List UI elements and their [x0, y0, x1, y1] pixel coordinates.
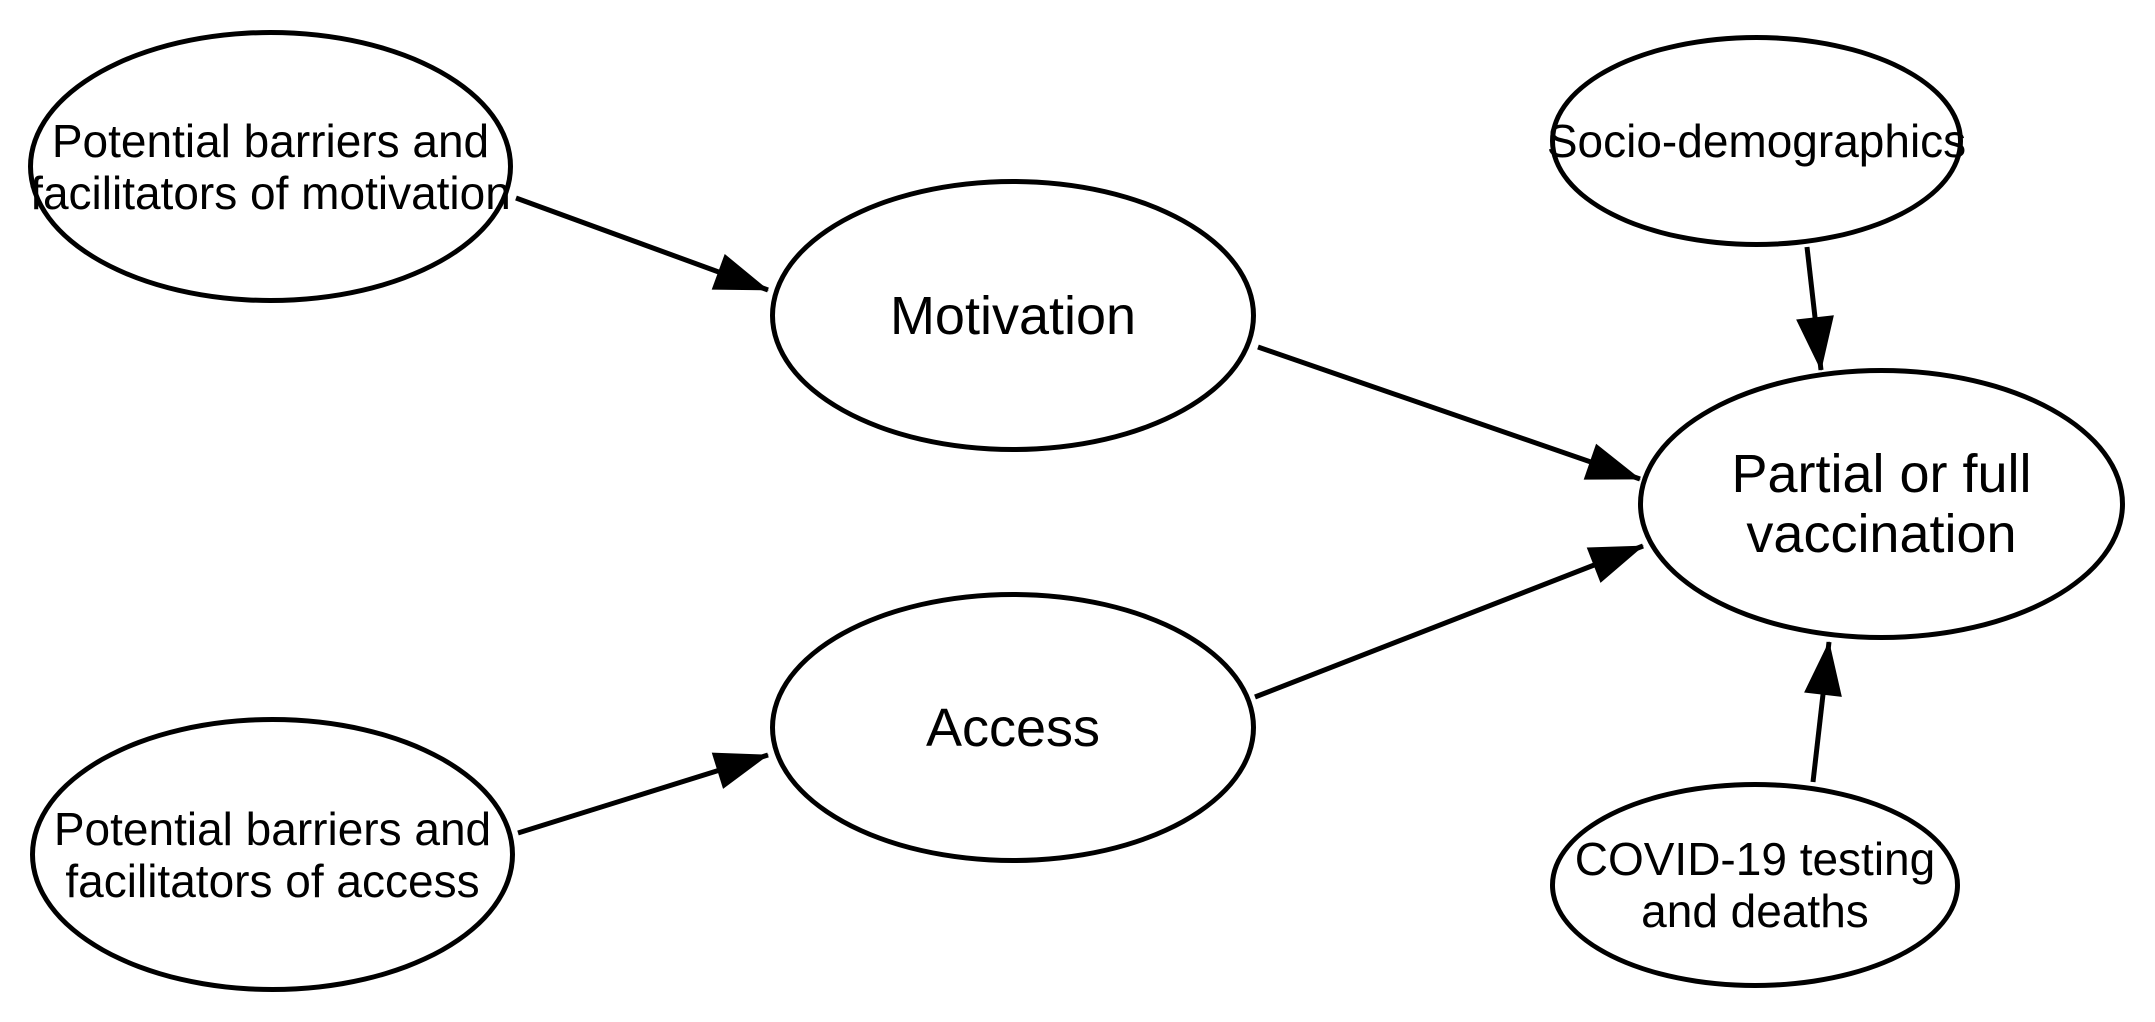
edge-barriers-motivation-to-motivation — [515, 195, 769, 293]
label-line: Access — [925, 697, 1101, 758]
label-line: facilitators of access — [65, 854, 480, 907]
node-access-label: Access — [926, 698, 1100, 758]
node-partial-or-full-vaccination: Partial or full vaccination — [1638, 368, 2125, 640]
edge-socio-demographics-to-vaccination — [1796, 246, 1834, 371]
edge-covid-to-vaccination — [1804, 641, 1842, 783]
node-access: Access — [770, 592, 1256, 863]
node-barriers-motivation-label: Potential barriers and facilitators of m… — [30, 115, 511, 219]
node-covid-testing-deaths: COVID-19 testing and deaths — [1550, 782, 1960, 988]
node-covid-testing-deaths-label: COVID-19 testing and deaths — [1575, 833, 1935, 937]
label-line: facilitators of motivation — [30, 166, 511, 219]
label-line: COVID-19 testing — [1574, 833, 1936, 885]
label-line: Potential barriers and — [53, 802, 492, 855]
edge-motivation-to-vaccination — [1257, 344, 1641, 482]
node-socio-demographics-label: Socio-demographics — [1547, 115, 1966, 167]
label-line: Partial or full — [1731, 444, 2032, 504]
label-line: Potential barriers and — [51, 114, 490, 167]
node-barriers-motivation: Potential barriers and facilitators of m… — [28, 30, 513, 303]
node-motivation-label: Motivation — [890, 286, 1136, 346]
node-socio-demographics: Socio-demographics — [1547, 35, 1966, 247]
node-barriers-access-label: Potential barriers and facilitators of a… — [54, 803, 491, 907]
label-line: and deaths — [1641, 885, 1869, 937]
label-line: Socio-demographics — [1546, 115, 1967, 167]
node-partial-or-full-vaccination-label: Partial or full vaccination — [1731, 444, 2031, 564]
edge-barriers-access-to-access — [517, 752, 769, 836]
edge-access-to-vaccination — [1254, 543, 1644, 700]
node-motivation: Motivation — [770, 179, 1256, 452]
label-line: vaccination — [1746, 504, 2017, 564]
node-barriers-access: Potential barriers and facilitators of a… — [30, 717, 515, 992]
label-line: Motivation — [889, 285, 1137, 346]
